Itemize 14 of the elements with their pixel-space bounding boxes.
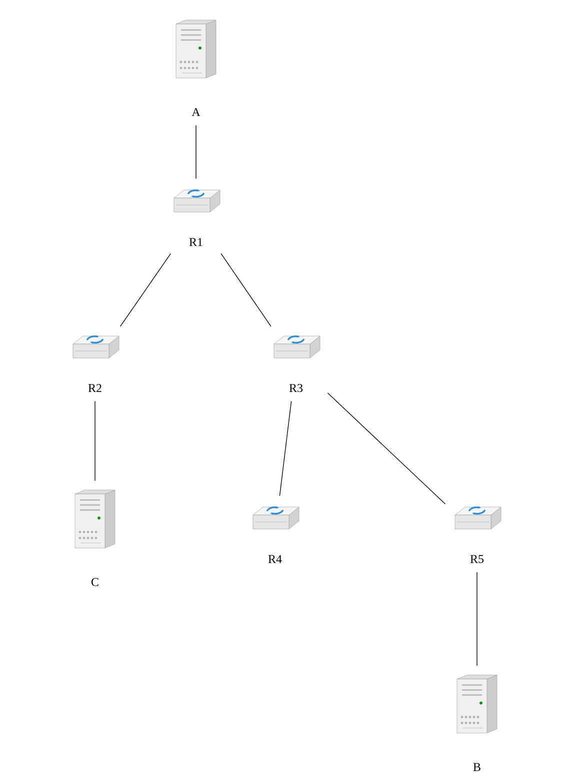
connector-line — [220, 253, 272, 327]
connector-line — [94, 400, 96, 482]
node-label: R4 — [268, 555, 282, 563]
node-label: R3 — [289, 384, 303, 392]
node-label: R5 — [470, 555, 484, 564]
node-label: R2 — [88, 384, 102, 392]
connector-line — [476, 572, 478, 666]
node-label: R1 — [189, 238, 202, 246]
node-label: A — [192, 108, 200, 116]
connector-line — [327, 392, 446, 504]
node-label: C — [91, 578, 98, 586]
connector-line — [279, 400, 292, 496]
node-label: B — [473, 763, 480, 772]
connector-line — [120, 253, 172, 327]
